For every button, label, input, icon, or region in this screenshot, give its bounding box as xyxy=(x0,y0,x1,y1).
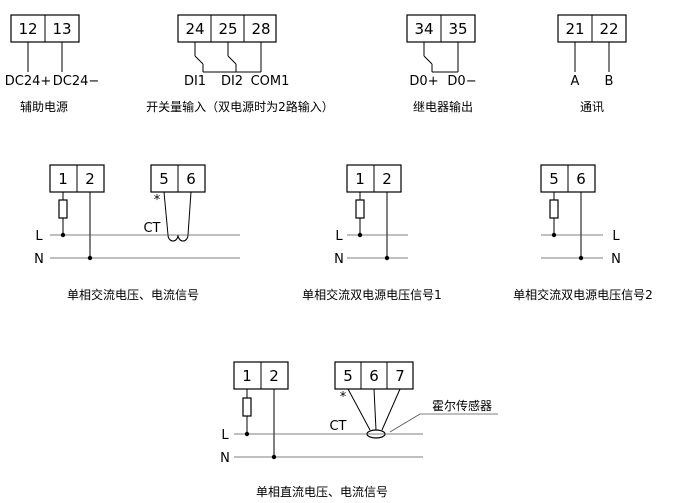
dp2-line-l: L xyxy=(612,229,620,244)
ac-ct-coil xyxy=(167,234,189,242)
dp2-terminal-6: 6 xyxy=(576,170,586,188)
terminal-24: 24 xyxy=(185,20,204,38)
label-di1: DI1 xyxy=(184,74,206,89)
terminal-13: 13 xyxy=(52,20,71,38)
dual-power-1-caption: 单相交流双电源电压信号1 xyxy=(302,287,442,302)
label-d0-minus: D0− xyxy=(447,74,476,89)
dp1-line-n: N xyxy=(334,252,344,267)
dc-terminal-5: 5 xyxy=(343,367,353,385)
ac-line-l: L xyxy=(35,229,43,244)
ac-polarity-star: * xyxy=(154,193,161,208)
dp1-terminal-2: 2 xyxy=(382,170,392,188)
dc-terminal-2: 2 xyxy=(269,367,279,385)
dp1-terminal-1: 1 xyxy=(355,170,365,188)
label-a: A xyxy=(571,74,580,89)
terminal-35: 35 xyxy=(448,20,467,38)
dc-terminal-1: 1 xyxy=(242,367,252,385)
aux-power-block: 12 13 DC24+ DC24− 辅助电源 xyxy=(5,14,100,114)
terminal-21: 21 xyxy=(565,20,584,38)
dc-terminal-6: 6 xyxy=(369,367,379,385)
ac-terminal-6: 6 xyxy=(186,170,196,188)
ac-fuse xyxy=(58,199,68,219)
dp2-terminal-5: 5 xyxy=(549,170,559,188)
ac-terminal-5: 5 xyxy=(159,170,169,188)
relay-output-caption: 继电器输出 xyxy=(413,99,473,114)
dual-power-2-block: 5 6 L N 单相交流双电源电压信号2 xyxy=(513,164,653,302)
dc-line-n: N xyxy=(220,451,230,466)
label-com1: COM1 xyxy=(251,74,290,89)
dc-terminal-7: 7 xyxy=(395,367,405,385)
dual-power-2-caption: 单相交流双电源电压信号2 xyxy=(513,287,653,302)
label-di2: DI2 xyxy=(221,74,243,89)
terminal-22: 22 xyxy=(599,20,618,38)
dual-power-1-block: 1 2 L N 单相交流双电源电压信号1 xyxy=(302,164,442,302)
terminal-12: 12 xyxy=(18,20,37,38)
dc-ct-label: CT xyxy=(329,419,346,434)
comm-caption: 通讯 xyxy=(580,100,604,114)
dc-fuse xyxy=(242,397,252,417)
dp1-line-l: L xyxy=(335,229,343,244)
comm-block: 21 22 A B 通讯 xyxy=(557,14,627,114)
ac-ct-label: CT xyxy=(143,221,160,236)
single-phase-ac-block: 1 2 5 6 * CT L N 单相交流电压、电流信号 xyxy=(34,164,240,302)
relay-output-block: 34 35 D0+ D0− 继电器输出 xyxy=(406,14,477,114)
switch-input-terminal-box xyxy=(177,14,277,43)
single-phase-dc-block: 1 2 5 6 7 * CT 霍尔传感器 L N 单相直流电压、电流信号 xyxy=(220,361,498,499)
switch-input-caption: 开关量输入（双电源时为2路输入） xyxy=(146,99,334,114)
dc-polarity-star: * xyxy=(340,390,347,405)
label-b: B xyxy=(605,74,614,89)
ac-terminal-1: 1 xyxy=(58,170,68,188)
dc-current-terminal-box xyxy=(334,361,414,390)
aux-power-caption: 辅助电源 xyxy=(20,100,68,114)
label-d0-plus: D0+ xyxy=(409,74,438,89)
ac-terminal-2: 2 xyxy=(85,170,95,188)
label-dc24-plus: DC24+ xyxy=(5,74,52,89)
dp1-fuse xyxy=(355,199,365,219)
terminal-25: 25 xyxy=(218,20,237,38)
single-phase-ac-caption: 单相交流电压、电流信号 xyxy=(67,287,199,302)
terminal-34: 34 xyxy=(414,20,433,38)
dc-hall-sensor-label: 霍尔传感器 xyxy=(432,398,492,413)
dp2-fuse xyxy=(549,199,559,219)
ac-line-n: N xyxy=(34,252,44,267)
dc-line-l: L xyxy=(221,428,229,443)
terminal-28: 28 xyxy=(251,20,270,38)
single-phase-dc-caption: 单相直流电压、电流信号 xyxy=(256,485,388,499)
switch-input-block: 24 25 28 DI1 DI2 COM1 开关量输入（双电源时为2路输入） xyxy=(146,14,334,114)
label-dc24-minus: DC24− xyxy=(53,74,100,89)
dp2-line-n: N xyxy=(611,252,621,267)
